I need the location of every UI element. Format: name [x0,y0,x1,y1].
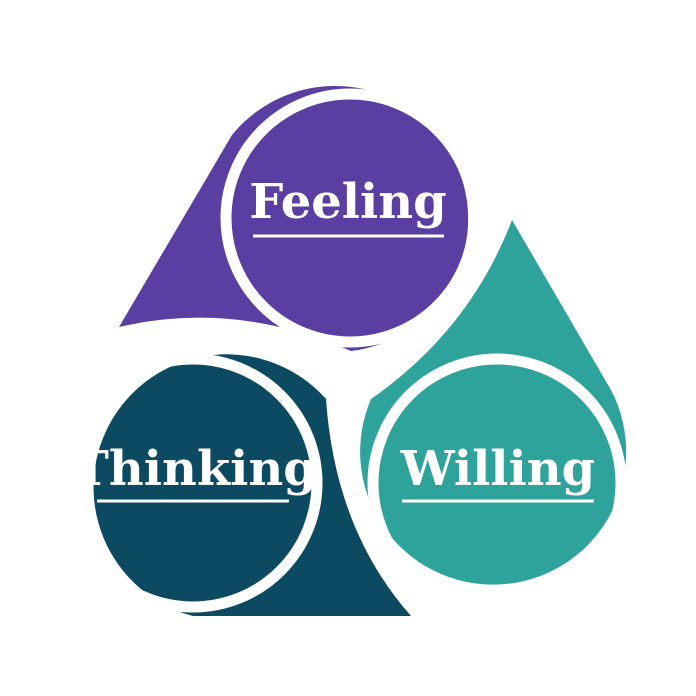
lobe-willing: Willing [360,220,627,613]
lobe-feeling-ring [220,88,480,348]
lobe-willing-label: Willing [400,441,595,497]
lobe-feeling-teardrop [119,85,469,352]
lobe-willing-teardrop [360,220,627,585]
lobe-feeling: Feeling [119,85,480,352]
lobe-thinking: Thinking [63,353,412,616]
lobe-thinking-ring [63,353,323,613]
lobe-willing-ring [367,353,627,613]
lobe-thinking-label: Thinking [73,441,317,497]
lobe-thinking-teardrop [93,354,412,616]
lobe-feeling-label: Feeling [249,174,446,230]
